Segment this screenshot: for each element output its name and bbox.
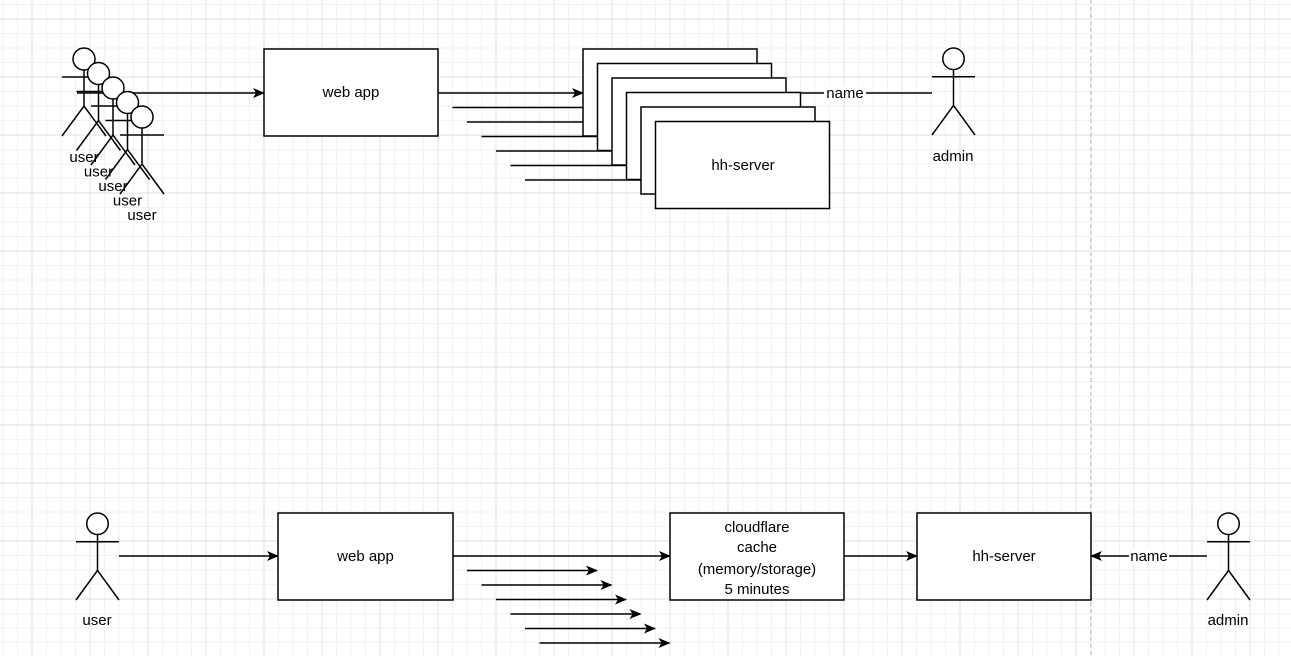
server-stack: hh-server [582,48,831,210]
server-label: hh-server [711,157,774,174]
actor-leg-right [1227,569,1251,601]
admin-figure[interactable] [931,47,976,136]
edge-label-bg [1129,548,1169,564]
actor-leg-left [75,569,99,601]
user-label-bottom: user [82,612,111,629]
webapp-box[interactable] [277,512,454,601]
actor-leg-left [1206,569,1230,601]
actor-leg-left [931,104,955,136]
actor-leg-left [61,105,85,137]
user-label: user [127,207,156,224]
server-box[interactable] [916,512,1092,601]
actor-leg-right [96,569,120,601]
actor-leg-left [75,120,100,151]
actor-leg-left [104,149,129,180]
actor-leg-right [126,149,151,180]
user-actor[interactable] [119,105,165,195]
admin-label-top: admin [933,148,974,165]
server-label: hh-server [972,548,1035,565]
user-actor[interactable] [90,76,136,166]
edge-label-name-bottom: name [1130,548,1168,565]
user-actor[interactable] [61,47,107,137]
webapp-node-top[interactable]: web app [263,48,439,137]
webapp-node-bottom[interactable]: web app [277,512,454,601]
actor-leg-right [112,134,136,166]
cache-label-line-1: cloudflare [724,519,789,536]
actor-leg-right [97,120,122,151]
user-label: user [98,178,127,195]
actor-head [942,47,965,71]
actor-leg-right [952,104,976,136]
webapp-label: web app [336,548,394,565]
actor-head [1217,512,1240,536]
cache-label-line-4: 5 minutes [724,581,789,598]
cache-label-line-3: (memory/storage) [698,561,816,578]
user-figure[interactable] [75,512,120,601]
edge-label-name-top: name [826,85,864,102]
user-actor[interactable] [104,90,151,180]
actor-leg-right [141,163,165,195]
actor-leg-left [119,163,143,195]
cache-node[interactable]: cloudflare cache (memory/storage) 5 minu… [669,512,845,601]
user-actor-bottom[interactable] [75,512,120,601]
webapp-label: web app [322,84,380,101]
cache-label-line-2: cache [737,539,777,556]
edge-label-bg [824,84,866,100]
server-node-bottom[interactable]: hh-server [916,512,1092,601]
webapp-box[interactable] [263,48,439,137]
server-box[interactable] [654,120,831,210]
actor-head [130,105,154,129]
bottom-diagram: user web app cloudflare cache (memory/st… [75,512,1251,648]
admin-actor-bottom[interactable] [1206,512,1251,601]
user-label: user [113,193,142,210]
user-label: user [84,164,113,181]
admin-label-bottom: admin [1208,612,1249,629]
actor-leg-right [83,105,107,137]
user-label: user [69,149,98,166]
admin-actor-top[interactable] [931,47,976,136]
actor-leg-left [90,134,114,166]
parallel-request-arrows [467,565,671,648]
admin-figure[interactable] [1206,512,1251,601]
actor-head [86,512,109,536]
